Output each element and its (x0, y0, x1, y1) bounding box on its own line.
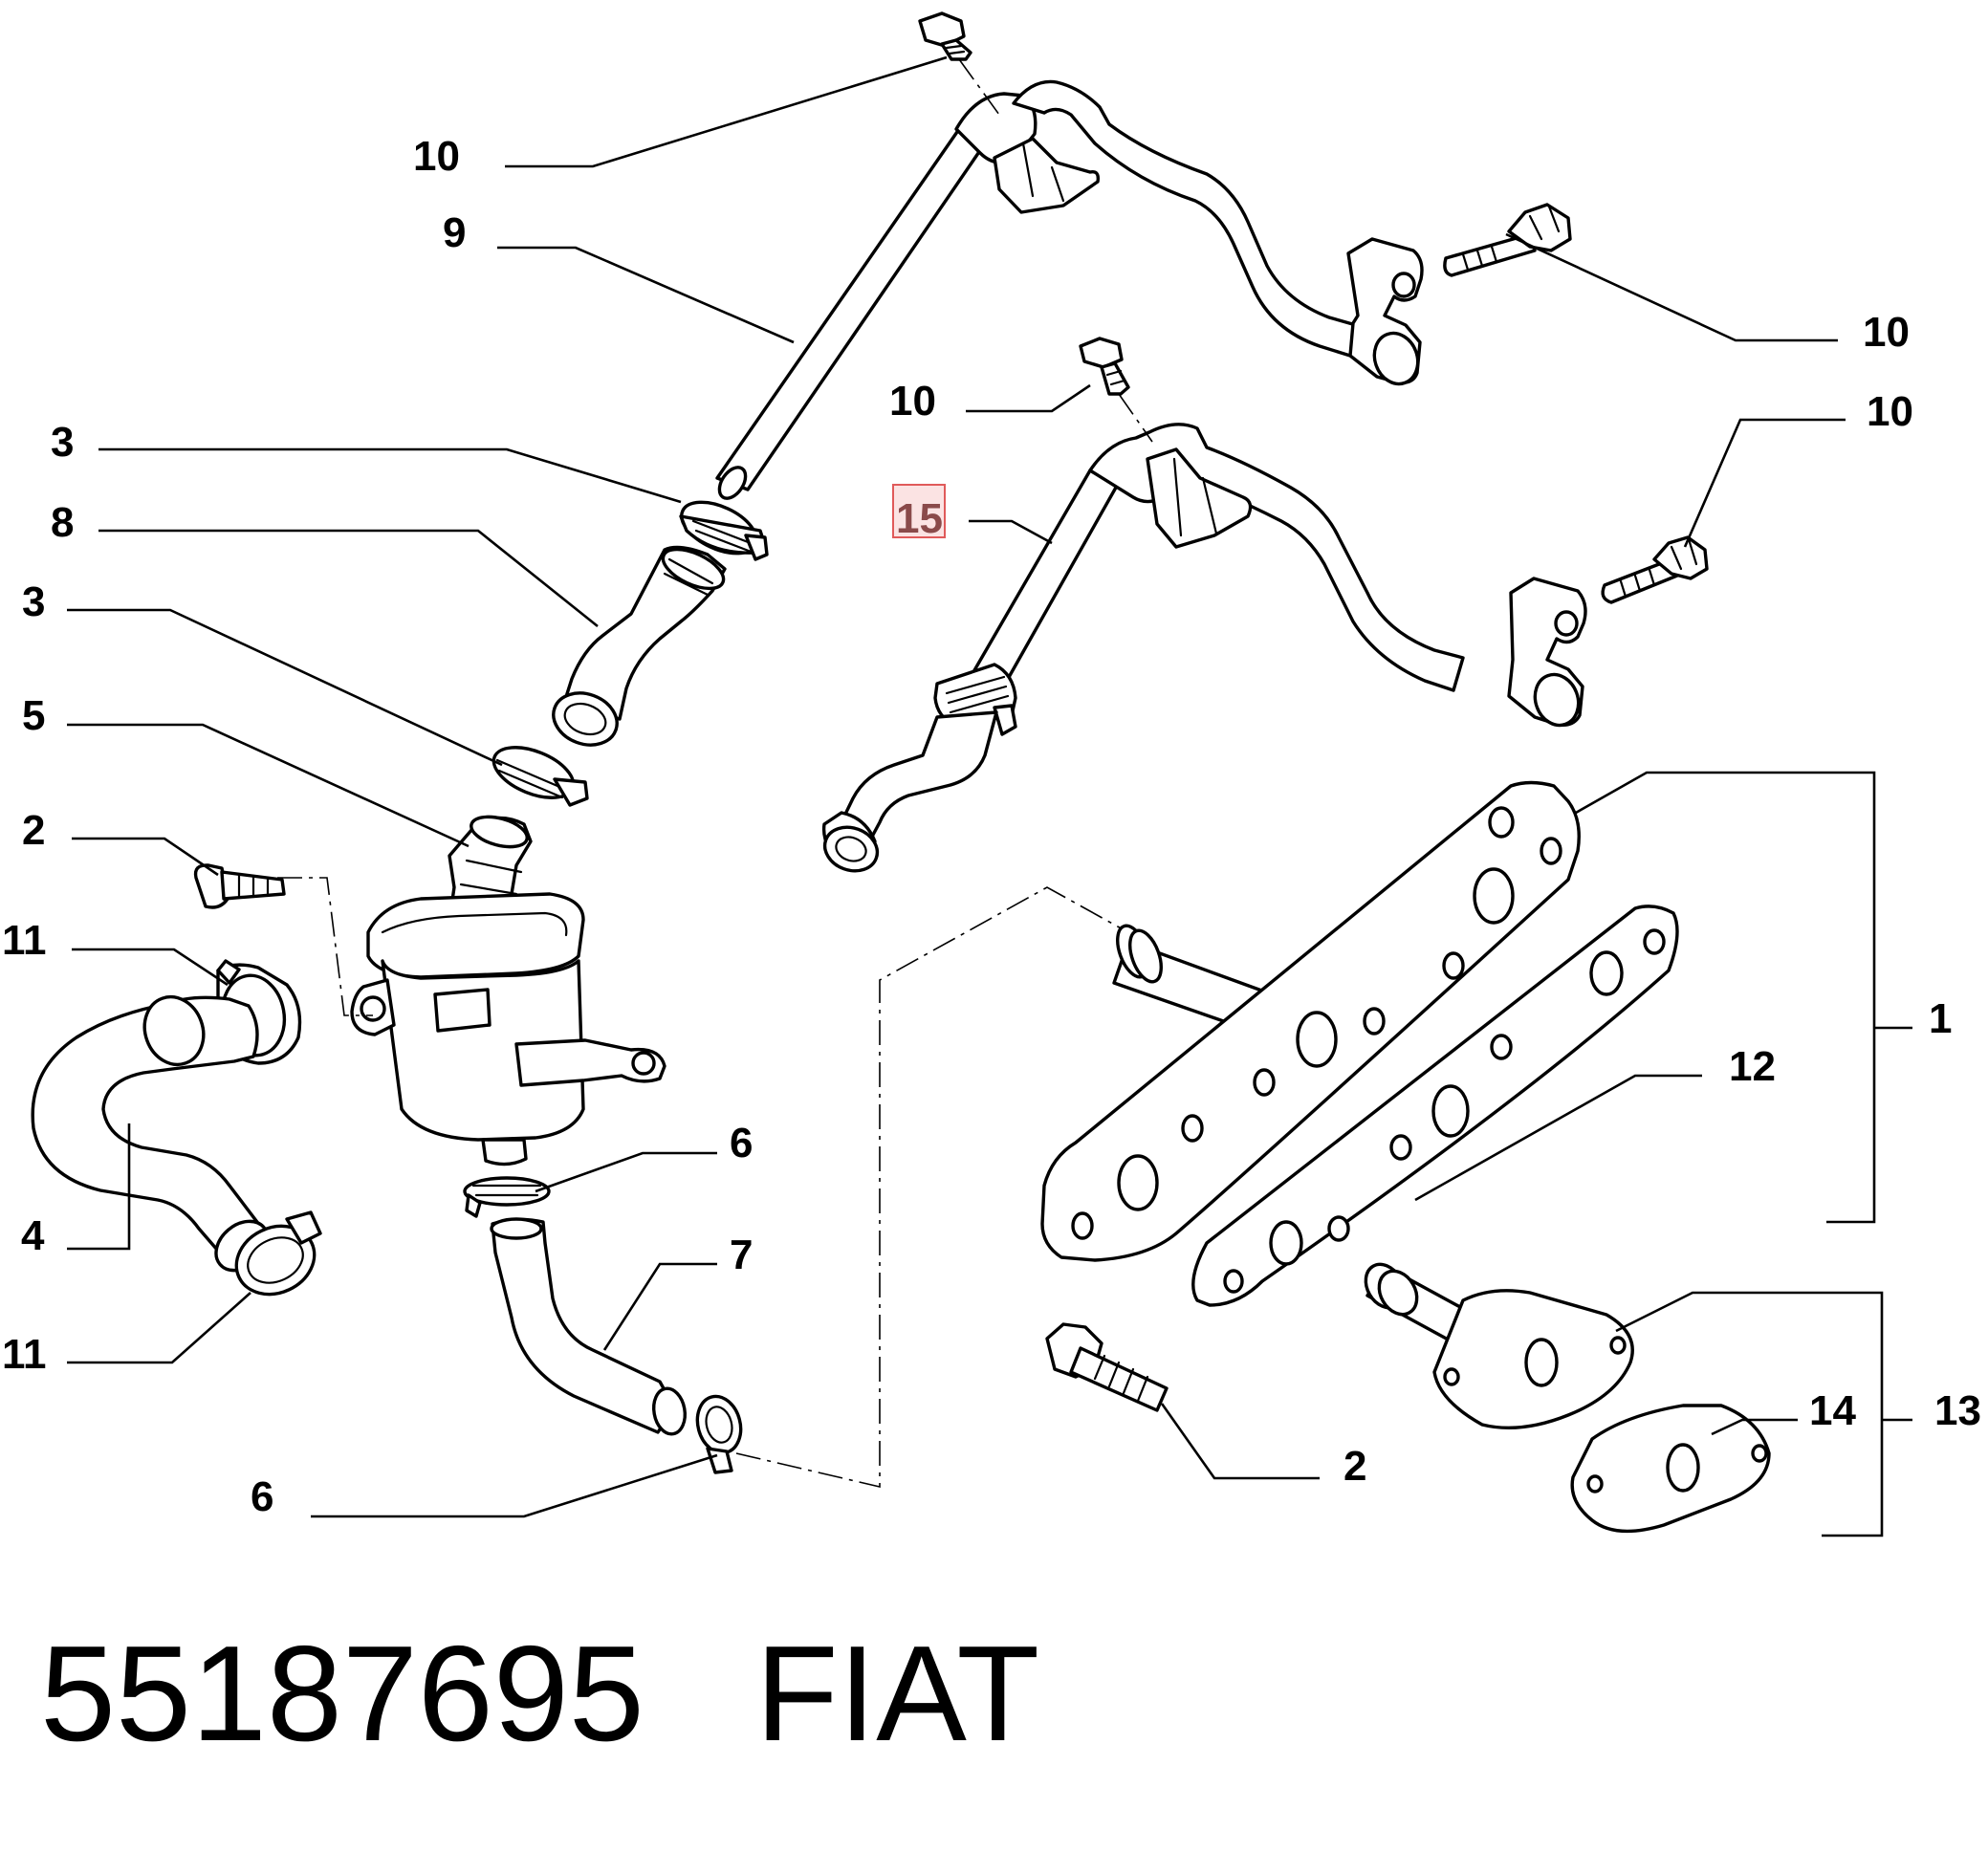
flange-with-tube (1364, 1262, 1634, 1429)
callout-bolt-top-upper: 10 (413, 133, 460, 180)
clamp-lower (492, 746, 589, 807)
callout-bolt-left: 2 (22, 807, 45, 854)
bolt-right-upper (1443, 203, 1572, 277)
bolt-top-upper (918, 11, 972, 61)
footer: 55187695 FIAT (40, 1618, 1039, 1770)
callout-gasket-plate: 12 (1729, 1043, 1776, 1090)
highlight-box (892, 484, 946, 538)
elbow-hose (31, 994, 270, 1273)
callout-clamp-sep-outlet: 6 (730, 1120, 753, 1166)
flange-gasket (1570, 1404, 1771, 1534)
clamp-separator-outlet (463, 1176, 551, 1218)
callout-pipe-lower: 15 (896, 495, 943, 542)
clamp-upper (679, 500, 769, 561)
callout-plate-assembly: 1 (1929, 995, 1952, 1042)
leader-lines (67, 55, 1912, 1537)
callout-clamp-return-end: 6 (251, 1473, 273, 1520)
callout-flange-gasket: 14 (1809, 1387, 1856, 1434)
gasket-plate (1191, 905, 1679, 1307)
breather-pipe-upper (715, 79, 1424, 500)
callout-bolt-right-upper: 10 (1863, 309, 1910, 356)
callout-hose-short: 8 (51, 499, 74, 546)
callout-flange-assembly: 13 (1934, 1387, 1981, 1434)
callout-hose-return: 7 (730, 1232, 753, 1278)
callout-labels: 10 9 10 10 10 15 3 8 3 5 2 11 4 11 6 7 6… (2, 133, 1981, 1520)
short-hose (552, 545, 727, 747)
callout-clamp-lower: 3 (22, 578, 45, 625)
callout-hose-elbow: 4 (21, 1212, 45, 1259)
bolt-left (193, 863, 286, 909)
clamp-return-end (695, 1394, 743, 1474)
callout-bolt-bottom: 2 (1344, 1443, 1366, 1490)
callout-clamp-upper: 3 (51, 419, 74, 466)
oil-separator (350, 815, 666, 1166)
callout-separator: 5 (22, 692, 45, 739)
clamp-left-lower (234, 1210, 322, 1297)
mounting-plate (1040, 780, 1581, 1262)
part-number: 55187695 (40, 1618, 644, 1770)
callout-bolt-right-lower: 10 (1867, 388, 1913, 435)
callout-bolt-top-lower: 10 (889, 378, 936, 425)
bolt-bottom (1045, 1322, 1169, 1412)
breather-pipe-lower (821, 423, 1587, 873)
callout-clamp-left-lower: 11 (2, 1331, 47, 1378)
callout-pipe-upper: 9 (443, 209, 466, 256)
bolt-right-lower (1601, 535, 1709, 604)
brand-name: FIAT (755, 1618, 1039, 1770)
return-hose (490, 1217, 687, 1436)
bolt-top-lower (1079, 337, 1130, 396)
callout-clamp-left-upper: 11 (2, 917, 47, 964)
